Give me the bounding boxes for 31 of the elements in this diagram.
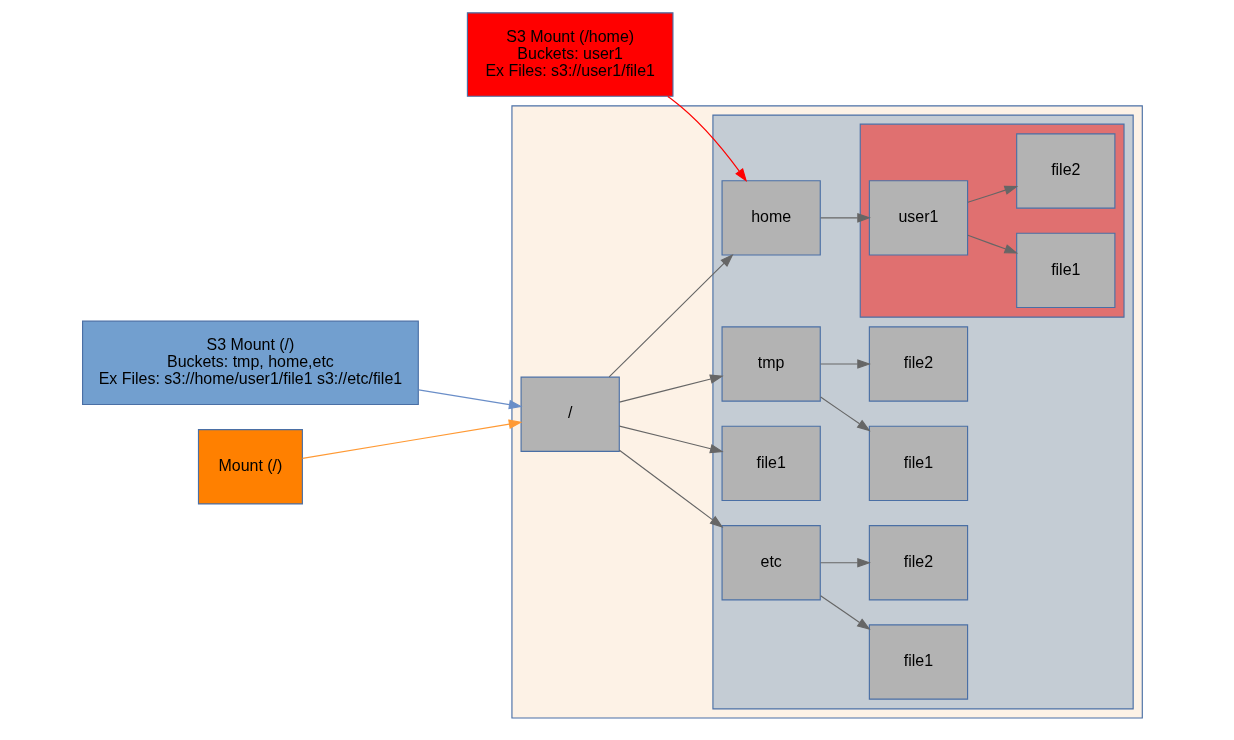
node-box: user1 [868, 180, 969, 256]
node-box: file1 [1016, 232, 1116, 309]
node-box: S3 Mount (/) Buckets: tmp, home,etc Ex Files: s3://home/user1/file1 s3://etc/file1 [82, 320, 419, 406]
arrow [967, 234, 1019, 254]
arrow [820, 595, 871, 631]
node-box: etc [721, 525, 821, 601]
node-box: file2 [868, 525, 969, 601]
arrow [418, 389, 523, 410]
cluster [511, 105, 1143, 719]
node-box: file1 [868, 425, 969, 502]
node-box: Mount (/) [197, 429, 303, 505]
node-box: home [721, 180, 821, 256]
arrow [608, 253, 734, 378]
node-box: file2 [1016, 133, 1116, 209]
arrow [618, 449, 724, 528]
node-box: tmp [721, 326, 821, 402]
node-box: S3 Mount (/home) Buckets: user1 Ex Files: s3://user1/file1 [466, 12, 674, 97]
arrow [967, 185, 1019, 203]
node-box: file2 [868, 326, 969, 402]
arrow [820, 557, 871, 568]
node-box: file1 [721, 425, 821, 502]
arrow [618, 425, 724, 454]
arrow [820, 396, 871, 432]
arrow [820, 213, 871, 223]
arrow [667, 95, 748, 182]
node-box: / [520, 376, 620, 452]
cluster [712, 114, 1134, 710]
arrow [820, 359, 871, 369]
arrow [302, 419, 523, 459]
arrow [618, 374, 724, 403]
node-box: file1 [868, 624, 969, 700]
